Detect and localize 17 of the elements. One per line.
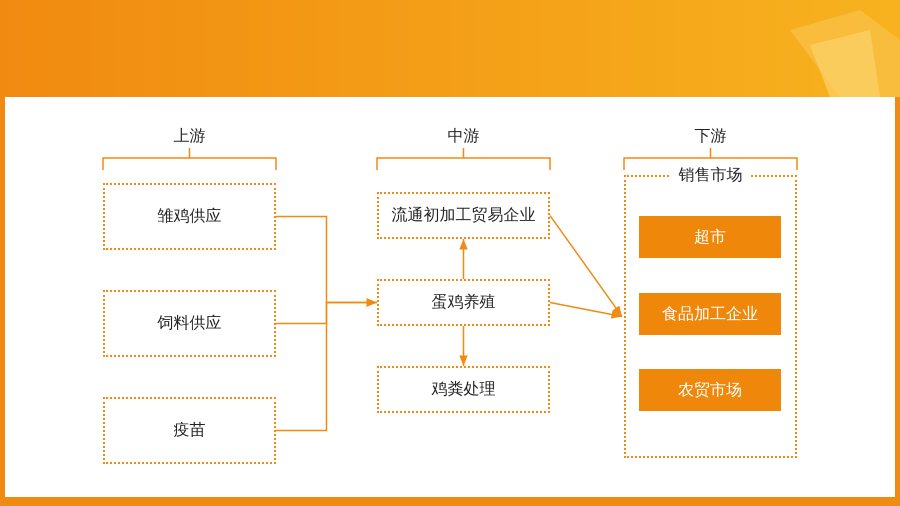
column-heading: 上游 — [172, 126, 206, 147]
process-box: 流通初加工贸易企业 — [377, 192, 550, 239]
market-box: 农贸市场 — [639, 369, 781, 411]
process-box: 饲料供应 — [103, 290, 276, 357]
market-box: 食品加工企业 — [639, 293, 781, 335]
column-heading: 下游 — [694, 126, 728, 147]
arrow — [549, 215, 623, 317]
process-box: 鸡粪处理 — [377, 366, 550, 413]
column-heading: 中游 — [446, 126, 480, 147]
process-box: 疫苗 — [103, 397, 276, 464]
market-box: 超市 — [639, 216, 781, 258]
arrow — [550, 302, 622, 319]
process-box: 雏鸡供应 — [103, 183, 276, 250]
arrow — [459, 239, 468, 279]
process-box: 蛋鸡养殖 — [377, 279, 550, 326]
arrow — [276, 298, 377, 432]
arrow — [459, 326, 468, 366]
